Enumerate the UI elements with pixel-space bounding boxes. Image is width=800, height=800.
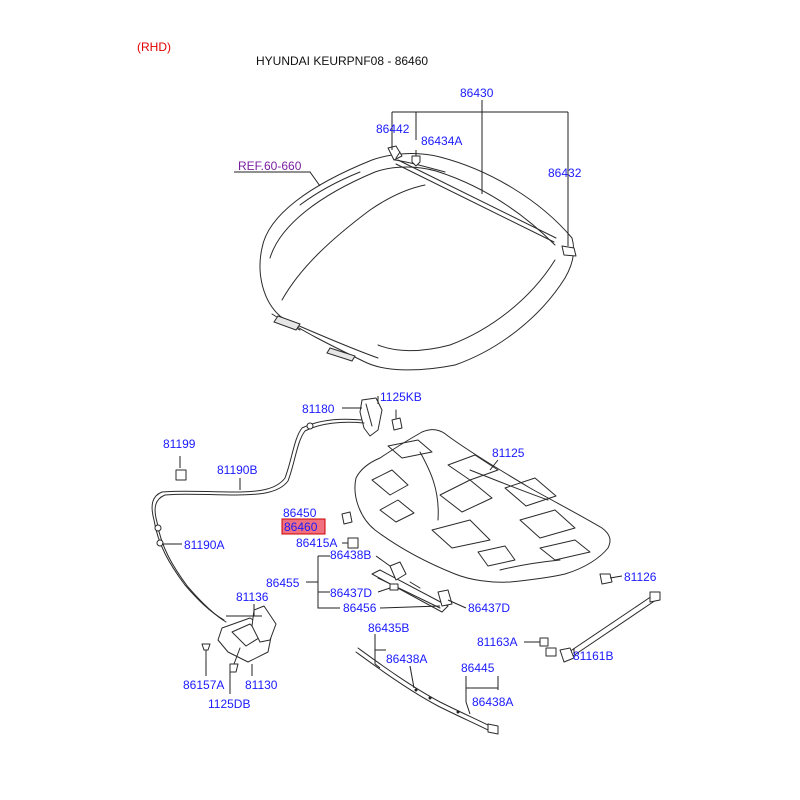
label-86456[interactable]: 86456 — [343, 601, 377, 615]
label-86455[interactable]: 86455 — [266, 576, 300, 590]
label-81190a[interactable]: 81190A — [184, 538, 224, 552]
label-86432[interactable]: 86432 — [548, 166, 582, 180]
hood-bumpers — [341, 511, 359, 549]
label-86430[interactable]: 86430 — [460, 86, 494, 100]
leader-lines — [162, 100, 623, 715]
label-86450[interactable]: 86450 — [283, 506, 317, 520]
label-86157a[interactable]: 86157A — [183, 678, 224, 692]
label-1125kb[interactable]: 1125KB — [380, 390, 422, 404]
hood-weatherstrip — [355, 647, 499, 735]
hood-insulator — [354, 429, 611, 583]
label-81180[interactable]: 81180 — [302, 402, 335, 416]
label-81161b[interactable]: 81161B — [573, 649, 613, 663]
hood-panel — [259, 153, 575, 371]
page-title: HYUNDAI KEURPNF08 - 86460 — [256, 54, 428, 68]
label-86438a-mid[interactable]: 86438A — [386, 652, 427, 666]
label-86445[interactable]: 86445 — [461, 661, 495, 675]
hood-latch-assembly — [201, 605, 277, 673]
label-86460-highlighted[interactable]: 86460 — [284, 520, 318, 534]
clip-86434a — [411, 155, 421, 167]
highlight-box-86460 — [281, 518, 326, 535]
label-86437d-right[interactable]: 86437D — [468, 601, 510, 615]
hood-hinge-81180 — [359, 397, 403, 437]
label-86437d-left[interactable]: 86437D — [330, 586, 372, 600]
hood-gas-strut — [539, 573, 661, 663]
label-86438a-low[interactable]: 86438A — [472, 695, 513, 709]
clip-81199 — [175, 469, 187, 481]
label-81125[interactable]: 81125 — [492, 446, 525, 460]
part-labels: REF.60-660 86430 86442 86434A 86432 8118… — [163, 86, 657, 711]
hood-lock-bracket — [371, 561, 453, 613]
rhd-label: (RHD) — [137, 40, 171, 54]
release-cable — [151, 418, 365, 623]
label-86434a[interactable]: 86434A — [421, 134, 462, 148]
label-1125db[interactable]: 1125DB — [208, 697, 250, 711]
label-81126[interactable]: 81126 — [624, 570, 657, 584]
label-86442[interactable]: 86442 — [376, 122, 410, 136]
label-86415a[interactable]: 86415A — [296, 536, 337, 550]
label-81199[interactable]: 81199 — [163, 437, 196, 451]
ref-label[interactable]: REF.60-660 — [238, 159, 302, 173]
label-86438b[interactable]: 86438B — [330, 548, 371, 562]
label-81130[interactable]: 81130 — [245, 678, 278, 692]
label-86435b[interactable]: 86435B — [368, 621, 409, 635]
label-81136[interactable]: 81136 — [236, 590, 269, 604]
label-81190b[interactable]: 81190B — [217, 463, 257, 477]
label-81163a[interactable]: 81163A — [477, 635, 517, 649]
